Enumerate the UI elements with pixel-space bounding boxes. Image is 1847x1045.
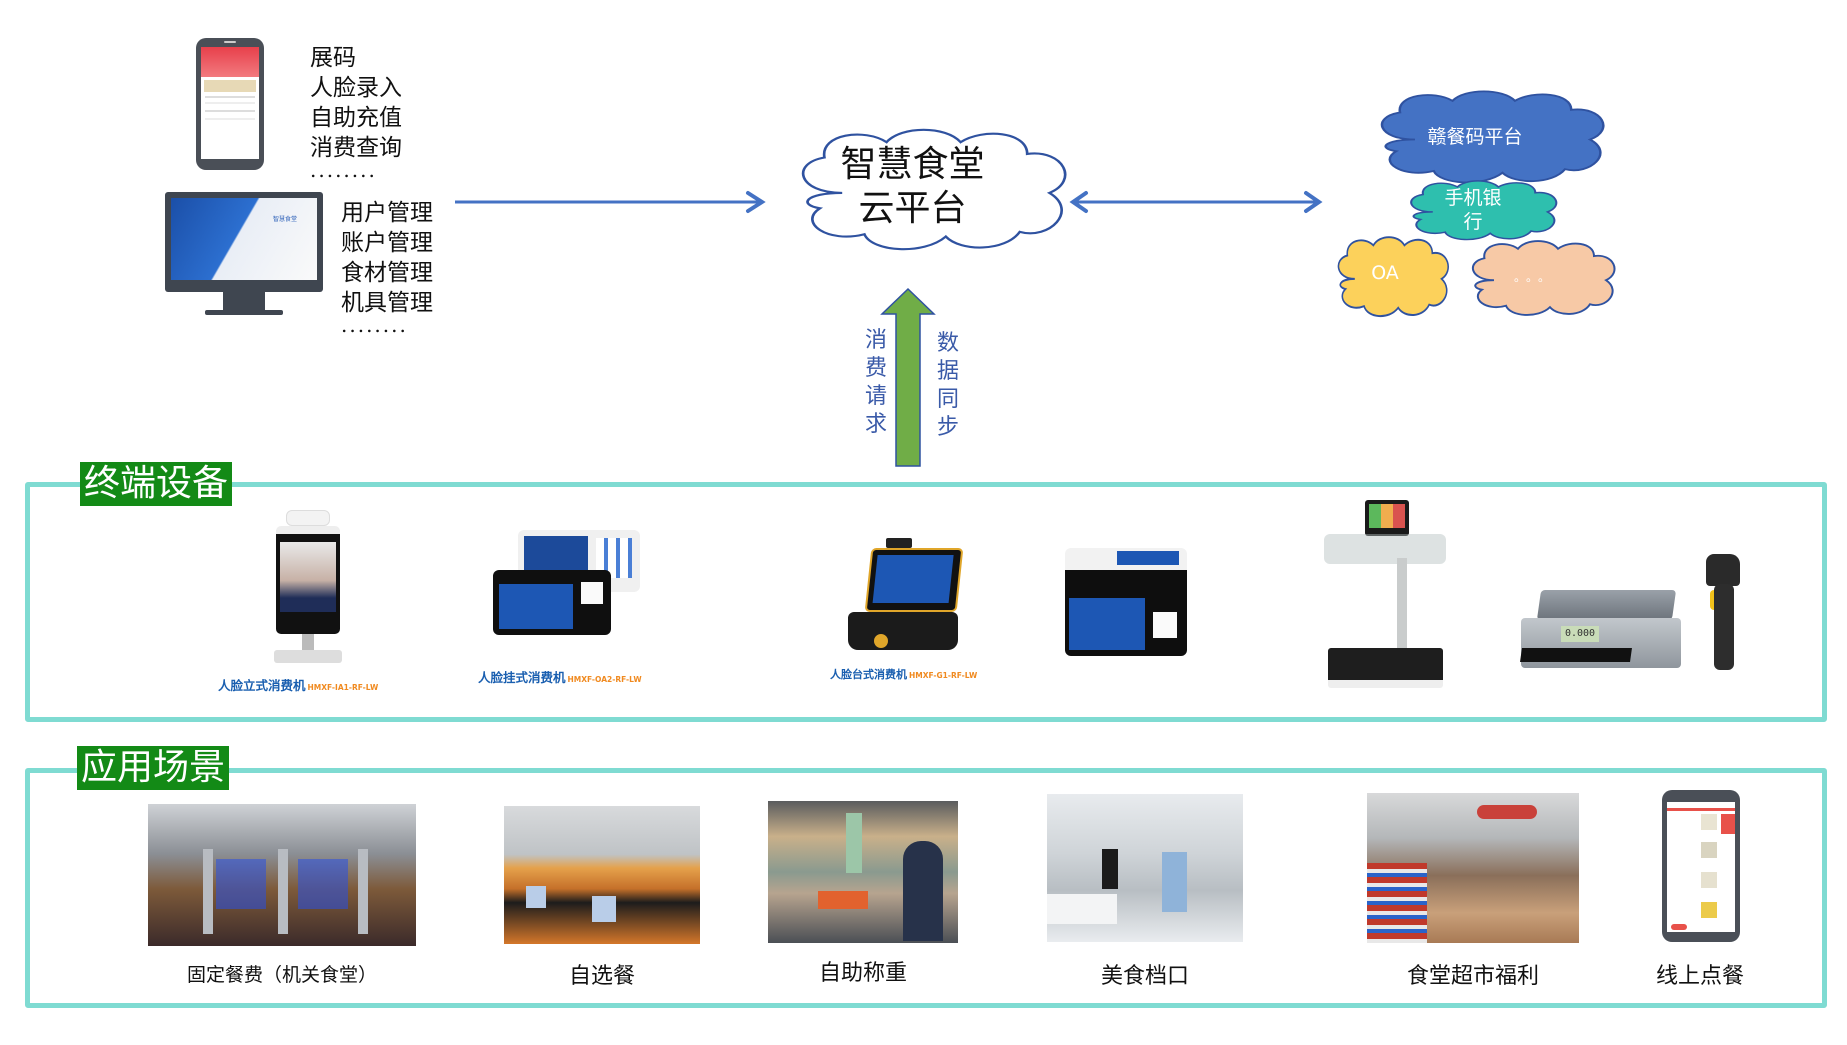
device-name: 人脸台式消费机 [830,668,907,681]
pc-feature: 账户管理 [341,230,433,256]
device-digital-scale: 0.000 [1517,590,1687,675]
cloud-others-label: 。。。 [1513,270,1556,284]
scenario-photo-fixed-meal [148,804,416,946]
consume-request-label: 消费请求 [864,328,887,437]
cloud-mobile-bank-label: 手机银行 [1444,187,1502,233]
device-face-wall [493,530,643,635]
upward-green-arrow [880,287,936,467]
device-model: HMXF-G1-RF-LW [909,671,978,680]
pc-feature: 机具管理 [341,290,433,316]
terminal-devices-title: 终端设备 [80,462,233,506]
scenario-phone-online-order [1662,790,1740,942]
pc-feature: 食材管理 [341,260,433,286]
scenario-label: 美食档口 [1100,964,1189,989]
mobile-feature: 自助充值 [310,105,402,131]
device-face-desktop [838,538,964,658]
mobile-more: ........ [310,158,377,182]
pc-feature: 用户管理 [341,200,433,226]
mobile-feature: 人脸录入 [310,75,402,101]
scenario-label: 自选餐 [568,964,635,989]
cloud-gancanma-label: 赣餐码平台 [1427,126,1523,148]
scenario-label: 线上点餐 [1655,964,1744,989]
terminal-devices-panel [25,482,1827,722]
device-card-terminal [1065,548,1187,658]
mobile-feature: 消费查询 [310,135,402,161]
scenario-photo-self-weigh [768,801,958,943]
pc-more: ........ [341,313,408,337]
arrow-clients-to-platform [455,191,766,213]
scenario-label: 食堂超市福利 [1406,964,1539,989]
pc-screen-title: 智慧食堂 [273,216,298,223]
mobile-feature-list: 展码 人脸录入 自助充值 消费查询 ........ [310,43,402,182]
desktop-monitor-illustration: 智慧食堂 [165,192,323,322]
core-cloud-line1: 智慧食堂 [840,144,985,185]
device-name: 人脸立式消费机 [218,678,306,693]
scenario-photo-supermarket [1367,793,1579,943]
device-face-standing [266,510,350,665]
scenario-photo-self-select [504,806,700,944]
scenario-label: 固定餐费（机关食堂） [186,964,377,986]
pc-feature-list: 用户管理 账户管理 食材管理 机具管理 ........ [341,198,433,337]
mobile-feature: 展码 [310,45,356,71]
data-sync-label: 数据同步 [936,331,959,440]
device-weighing-station [1320,498,1450,688]
core-cloud-text: 智慧食堂 云平台 [800,143,1025,231]
scenario-photo-food-stall [1047,794,1243,942]
device-model: HMXF-IA1-RF-LW [307,683,379,692]
mobile-phone-illustration [196,38,264,170]
device-barcode-scanner [1700,554,1745,674]
top-diagram-svg [455,90,1616,467]
cloud-oa-label: OA [1371,262,1399,284]
core-cloud-line2: 云平台 [858,188,967,229]
scenarios-title: 应用场景 [77,746,230,790]
arrow-bidirectional-external [1069,191,1323,213]
device-name: 人脸挂式消费机 [478,670,566,685]
scenarios-panel [25,768,1827,1008]
device-model: HMXF-OA2-RF-LW [567,675,642,684]
scenario-label: 自助称重 [818,961,907,986]
scale-display: 0.000 [1561,626,1599,642]
